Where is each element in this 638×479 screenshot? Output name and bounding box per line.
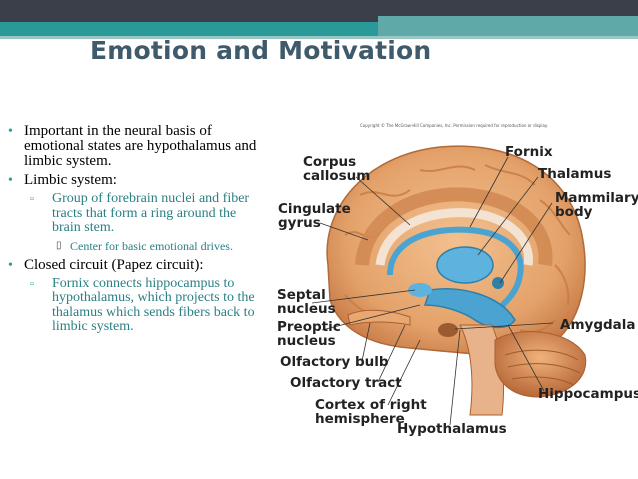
header-bar-teal-right bbox=[378, 16, 638, 36]
sub-sub-bullet-item: ▯ Center for basic emotional drives. bbox=[8, 240, 258, 252]
bullet-text: Limbic system: bbox=[24, 172, 117, 188]
label-septal-nucleus: Septal nucleus bbox=[277, 288, 336, 316]
label-hippocampus: Hippocampus bbox=[538, 387, 638, 401]
bullet-item: • Important in the neural basis of emoti… bbox=[8, 124, 258, 169]
sub-bullet-item: ▫ Group of forebrain nuclei and fiber tr… bbox=[8, 192, 258, 236]
slide-title: Emotion and Motivation bbox=[90, 36, 431, 65]
label-mammilary-body: Mammilary body bbox=[555, 191, 638, 219]
bullet-list: • Important in the neural basis of emoti… bbox=[8, 124, 258, 339]
header-bar-teal-left bbox=[0, 22, 378, 36]
label-olfactory-tract: Olfactory tract bbox=[290, 376, 402, 390]
bullet-item: • Limbic system: bbox=[8, 173, 258, 188]
bullet-marker-icon: • bbox=[8, 124, 13, 139]
amygdala-shape bbox=[438, 323, 458, 337]
label-text: Septal bbox=[277, 288, 336, 302]
label-text: body bbox=[555, 205, 638, 219]
label-text: nucleus bbox=[277, 302, 336, 316]
label-text: gyrus bbox=[278, 216, 351, 230]
label-corpus-callosum: Corpus callosum bbox=[303, 155, 370, 183]
sub-sub-bullet-text: Center for basic emotional drives. bbox=[70, 239, 233, 253]
sub-sub-bullet-marker-icon: ▯ bbox=[56, 240, 62, 252]
septal-nucleus-shape bbox=[408, 283, 432, 297]
label-amygdala: Amygdala bbox=[560, 318, 636, 332]
label-text: Preoptic bbox=[277, 320, 341, 334]
label-cingulate-gyrus: Cingulate gyrus bbox=[278, 202, 351, 230]
label-thalamus: Thalamus bbox=[538, 167, 611, 181]
thalamus-shape bbox=[437, 247, 493, 283]
bullet-marker-icon: • bbox=[8, 258, 13, 273]
label-olfactory-bulb: Olfactory bulb bbox=[280, 355, 389, 369]
bullet-text: Closed circuit (Papez circuit): bbox=[24, 257, 204, 273]
label-text: Corpus bbox=[303, 155, 370, 169]
sub-bullet-marker-icon: ▫ bbox=[30, 192, 34, 207]
label-text: nucleus bbox=[277, 334, 341, 348]
sub-bullet-item: ▫ Fornix connects hippocampus to hypotha… bbox=[8, 277, 258, 335]
label-preoptic-nucleus: Preoptic nucleus bbox=[277, 320, 341, 348]
sub-bullet-marker-icon: ▫ bbox=[30, 277, 34, 292]
bullet-marker-icon: • bbox=[8, 173, 13, 188]
label-fornix: Fornix bbox=[505, 145, 553, 159]
sub-bullet-text: Group of forebrain nuclei and fiber trac… bbox=[52, 191, 249, 235]
mammillary-body-shape bbox=[492, 277, 504, 289]
label-text: Cingulate bbox=[278, 202, 351, 216]
label-text: Mammilary bbox=[555, 191, 638, 205]
sub-bullet-text: Fornix connects hippocampus to hypothala… bbox=[52, 276, 255, 335]
label-text: Cortex of right bbox=[315, 398, 427, 412]
label-hypothalamus: Hypothalamus bbox=[397, 422, 507, 436]
bullet-text: Important in the neural basis of emotion… bbox=[24, 123, 256, 169]
label-text: callosum bbox=[303, 169, 370, 183]
bullet-item: • Closed circuit (Papez circuit): bbox=[8, 258, 258, 273]
